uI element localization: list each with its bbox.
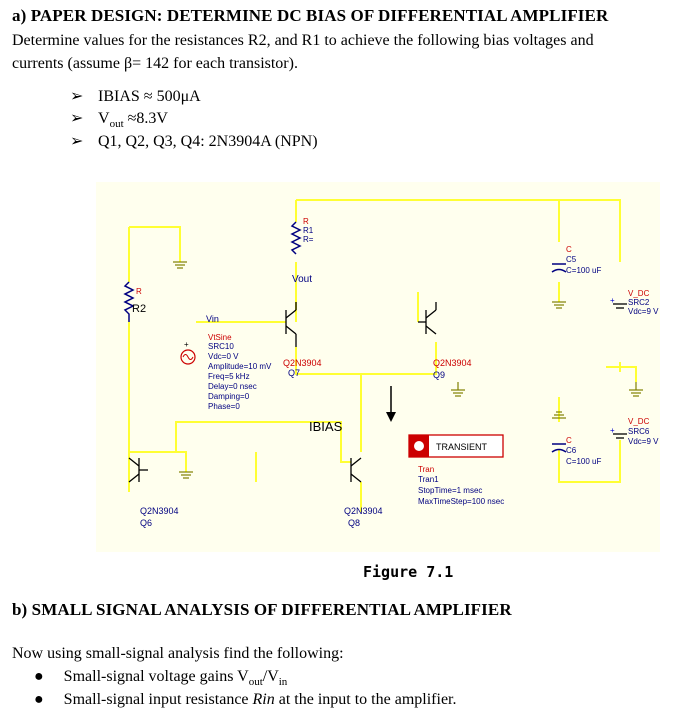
c5-ref: C5 — [566, 255, 577, 264]
transistor-q8 — [350, 457, 362, 483]
resistor-zigzag-icon — [123, 281, 135, 322]
bullet-text: at the input to the amplifier. — [274, 691, 457, 708]
ground-icon — [552, 301, 566, 309]
transistor-q9 — [418, 302, 437, 335]
vsin-freq: Freq=5 kHz — [208, 372, 250, 381]
bullet-text: Small-signal voltage gains V — [63, 668, 249, 685]
ground-icon — [451, 382, 465, 397]
vsin-vdc: Vdc=0 V — [208, 352, 239, 361]
section-a-heading: a) PAPER DESIGN: DETERMINE DC BIAS OF DI… — [12, 6, 609, 25]
q9-ref: Q9 — [433, 370, 445, 380]
section-b-heading: b) SMALL SIGNAL ANALYSIS OF DIFFERENTIAL… — [12, 600, 512, 619]
bias-bullet-ibias: ➢ IBIAS ≈ 500μA — [70, 86, 201, 106]
bullet-dot-icon: ● — [34, 668, 44, 685]
bias-bullet-transistors: ➢ Q1, Q2, Q3, Q4: 2N3904A (NPN) — [70, 131, 318, 151]
bullet-subscript: out — [109, 118, 124, 131]
vsin-name: VtSine — [208, 333, 232, 342]
src6-ref: SRC6 — [628, 427, 650, 436]
q6-ref: Q6 — [140, 518, 152, 528]
ibias-arrow-icon — [386, 386, 396, 422]
sine-source-src10: + VtSine SRC10 Vdc=0 V Amplitude=10 mV F… — [180, 333, 272, 411]
bullet-text: ≈8.3V — [123, 110, 168, 127]
src2-ref: SRC2 — [628, 298, 650, 307]
figure-caption: Figure 7.1 — [363, 563, 454, 581]
r2-name: R2 — [132, 303, 146, 315]
vsin-phase: Phase=0 — [208, 402, 240, 411]
vin-label: Vin — [206, 314, 219, 324]
bullet-text: V — [98, 110, 110, 127]
dc-source-src2: + V_DC SRC2 Vdc=9 V — [610, 289, 659, 316]
src6-value: Vdc=9 V — [628, 437, 659, 446]
c5-type: C — [566, 245, 572, 254]
arrow-bullet-icon: ➢ — [70, 110, 84, 127]
bullet-text: IBIAS ≈ 500μA — [98, 88, 201, 105]
src2-type: V_DC — [628, 289, 650, 298]
plus-sign: + — [184, 340, 189, 349]
section-a-intro-line1: Determine values for the resistances R2,… — [12, 32, 594, 49]
r2-type: R — [136, 287, 142, 296]
bullet-text: Small-signal input resistance — [63, 691, 253, 708]
differential-amplifier-schematic: R R1 R= Vout R R2 Q2N3904 Q7 Vin + VtSin… — [96, 182, 660, 552]
bullet-dot-icon: ● — [34, 691, 44, 708]
r1-name: R1 — [303, 226, 314, 235]
c6-ref: C6 — [566, 446, 577, 455]
ground-icon — [629, 382, 643, 397]
bullet-subscript: in — [278, 676, 288, 689]
bullet-emphasis: Rin — [252, 691, 275, 708]
q7-model: Q2N3904 — [283, 358, 322, 368]
transient-button-label: TRANSIENT — [436, 442, 488, 452]
section-a-intro-line2: currents (assume β= 142 for each transis… — [12, 55, 298, 72]
c5-value: C=100 uF — [566, 266, 601, 275]
section-b-intro: Now using small-signal analysis find the… — [12, 645, 344, 662]
bullet-text: Q1, Q2, Q3, Q4: 2N3904A (NPN) — [98, 133, 318, 150]
tran-name: Tran1 — [418, 475, 439, 484]
ground-icon — [552, 411, 566, 419]
tran-maxtimestep: MaxTimeStep=100 nsec — [418, 497, 504, 506]
resistor-zigzag-icon — [290, 221, 302, 255]
q7-ref: Q7 — [288, 368, 300, 378]
transistor-q6 — [128, 457, 148, 483]
ground-icon — [179, 471, 193, 479]
bias-bullet-vout: ➢ Vout ≈8.3V — [70, 108, 168, 130]
src6-type: V_DC — [628, 417, 650, 426]
sine-source-icon — [180, 349, 196, 365]
resistor-r2: R R2 — [123, 281, 146, 322]
ibias-label: IBIAS — [309, 419, 343, 434]
plus-sign: + — [610, 426, 615, 435]
resistor-r1: R R1 R= — [290, 217, 314, 255]
plus-sign: + — [610, 296, 615, 305]
vsin-amplitude: Amplitude=10 mV — [208, 362, 272, 371]
vsin-ref: SRC10 — [208, 342, 234, 351]
arrow-bullet-icon: ➢ — [70, 133, 84, 150]
capacitor-c6: C C6 C=100 uF — [551, 436, 601, 466]
wires — [128, 199, 637, 512]
bullet-subscript: out — [248, 676, 263, 689]
q8-model: Q2N3904 — [344, 506, 383, 516]
schematic-background — [96, 182, 660, 552]
transistor-q7 — [285, 302, 297, 347]
bullet-text: /V — [262, 668, 279, 685]
ground-icon — [173, 261, 187, 269]
q9-model: Q2N3904 — [433, 358, 472, 368]
q6-model: Q2N3904 — [140, 506, 179, 516]
transient-controller[interactable]: TRANSIENT Tran Tran1 StopTime=1 msec Max… — [408, 434, 504, 506]
vsin-damping: Damping=0 — [208, 392, 250, 401]
vsin-delay: Delay=0 nsec — [208, 382, 257, 391]
src2-value: Vdc=9 V — [628, 307, 659, 316]
tran-stoptime: StopTime=1 msec — [418, 486, 482, 495]
dc-source-src6: + V_DC SRC6 Vdc=9 V — [610, 417, 659, 446]
r1-value: R= — [303, 235, 314, 244]
small-signal-bullet-gain: ● Small-signal voltage gains Vout/Vin — [34, 668, 287, 688]
small-signal-bullet-rin: ● Small-signal input resistance Rin at t… — [34, 691, 456, 709]
c6-type: C — [566, 436, 572, 445]
q8-ref: Q8 — [348, 518, 360, 528]
vout-label: Vout — [292, 274, 312, 285]
c6-value: C=100 uF — [566, 457, 601, 466]
arrow-bullet-icon: ➢ — [70, 88, 84, 105]
capacitor-c5: C C5 C=100 uF — [551, 245, 601, 275]
r1-type: R — [303, 217, 309, 226]
tran-type: Tran — [418, 465, 434, 474]
